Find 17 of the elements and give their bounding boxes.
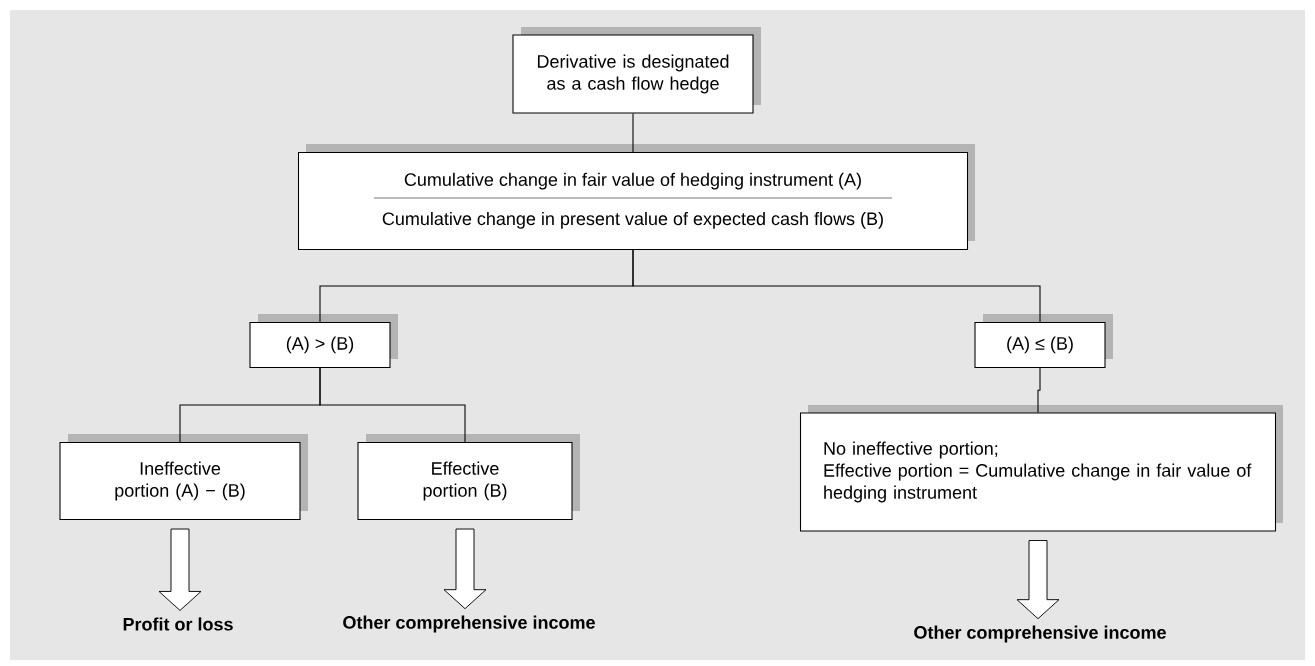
condition-box: (A) ≤ (B) (974, 314, 1113, 369)
connector-line (319, 367, 466, 443)
block-arrow (158, 528, 202, 611)
connector-line (632, 113, 634, 153)
process-box: Derivative is designated as a cash flow hedge (512, 27, 761, 114)
connector-line (1037, 367, 1041, 413)
condition-box: (A) > (B) (249, 314, 398, 369)
outcome-text: Other comprehensive income (914, 625, 1166, 643)
process-box: Effective portion (B) (357, 434, 580, 521)
connector-line (632, 249, 1041, 323)
block-arrow (1016, 540, 1060, 620)
outcome-text: Other comprehensive income (343, 615, 595, 633)
block-arrow (443, 528, 487, 610)
outcome-text: Profit or loss (123, 617, 233, 631)
ratio-box: Cumulative change in fair value of hedging instrument (A) Cumulative change in present value of expected cash flows (B) (297, 144, 975, 251)
process-box: Ineffective portion (A) − (B) (59, 434, 308, 521)
process-box: No ineffective portion; Effective portion = Cumulative change in fair value of hedging instrument (799, 405, 1283, 532)
